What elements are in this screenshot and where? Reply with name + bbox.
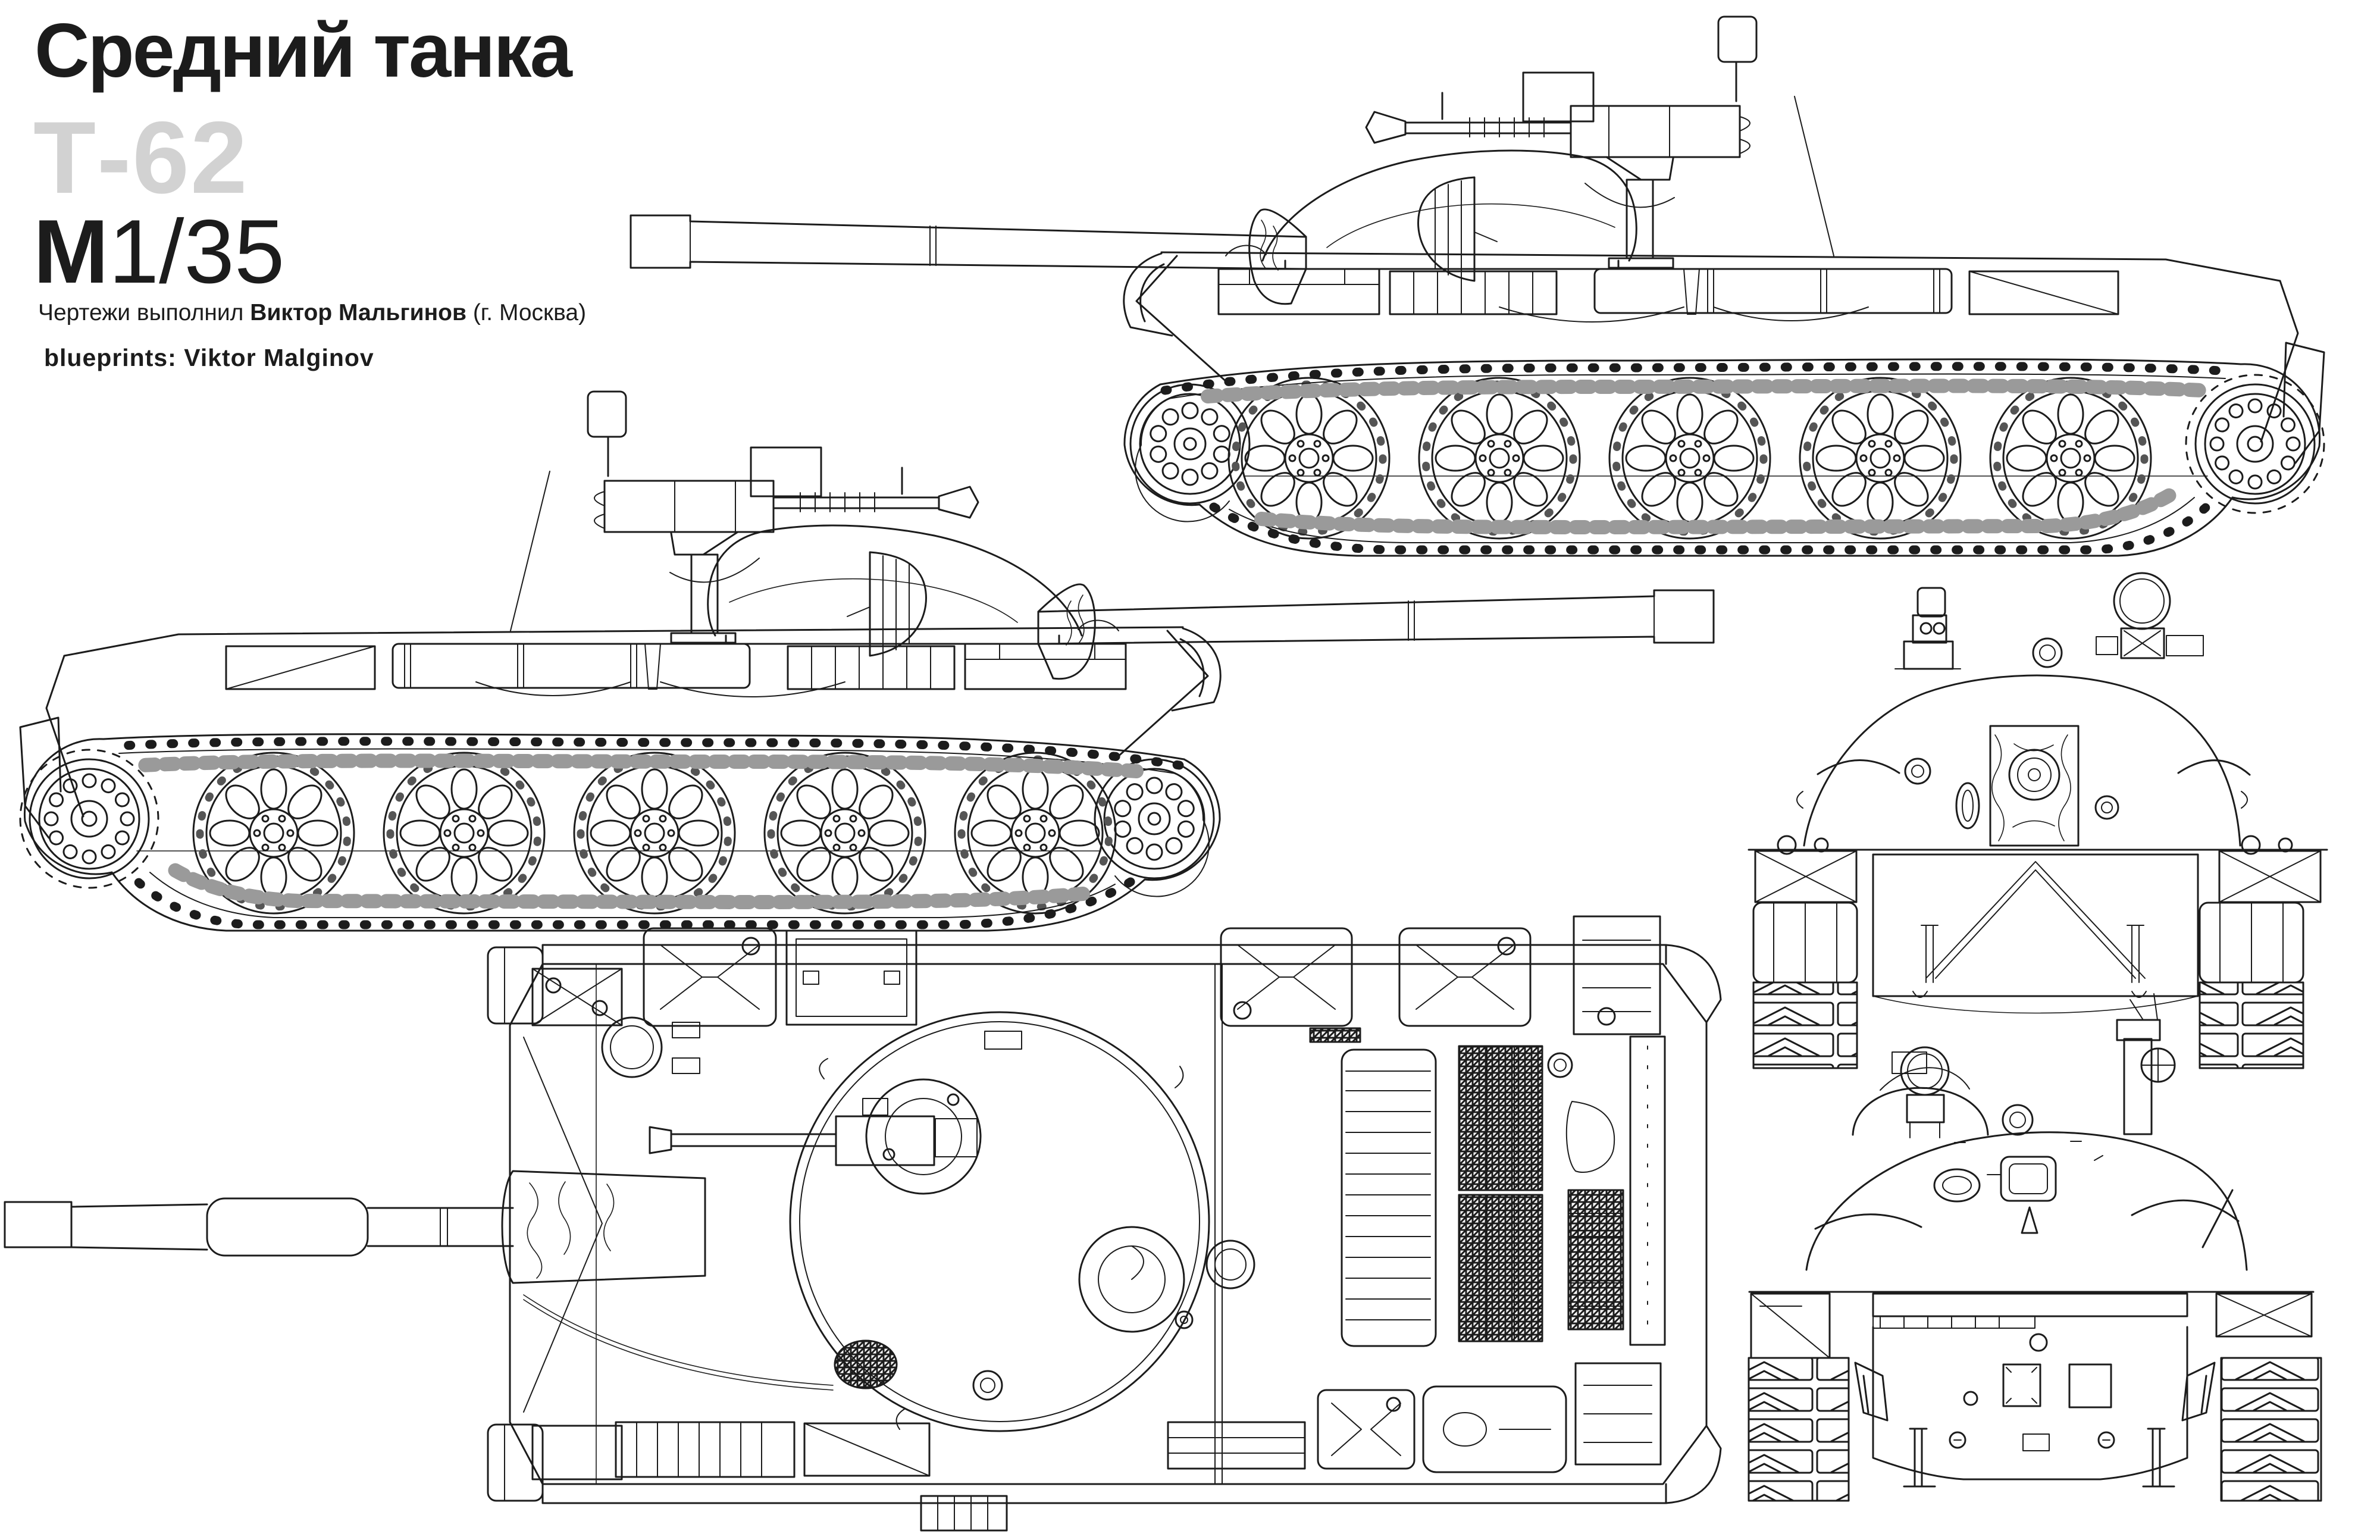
loader-hatch bbox=[1078, 1226, 1185, 1333]
handrail-right bbox=[2131, 1189, 2240, 1248]
handrail-left bbox=[1814, 1213, 1922, 1230]
headlight-cluster bbox=[531, 968, 623, 1026]
rear-view bbox=[1714, 982, 2356, 1523]
rear-flaps bbox=[1665, 944, 1722, 1504]
credit-english: blueprints: Viktor Malginov bbox=[44, 344, 374, 371]
side-view-gun-right bbox=[0, 375, 1797, 940]
mantlet-canvas bbox=[501, 1170, 706, 1284]
turret bbox=[1803, 674, 2241, 847]
rear-fender-panel bbox=[1574, 1362, 1662, 1466]
radiator-grille-lower bbox=[1458, 1194, 1543, 1342]
loader-cupola bbox=[1852, 1051, 1989, 1136]
tow-cable bbox=[523, 1294, 834, 1391]
main-gun bbox=[4, 1197, 514, 1257]
handrail-right bbox=[2177, 759, 2251, 776]
track-left bbox=[1752, 902, 1858, 1069]
unditching-beam bbox=[1167, 1421, 1306, 1470]
turret bbox=[1805, 1131, 2248, 1271]
handrail-left bbox=[1817, 759, 1900, 775]
page-title: Средний танка bbox=[35, 8, 572, 93]
jerry-can bbox=[643, 927, 777, 1027]
stowed-tarpaulin bbox=[1872, 1292, 2188, 1317]
credit-russian: Чертежи выполнил Виктор Мальгинов (г. Мо… bbox=[38, 300, 586, 326]
rear-plate bbox=[1872, 1326, 2188, 1488]
spare-track-links bbox=[920, 1495, 1008, 1532]
antenna-base bbox=[1175, 1310, 1194, 1329]
commander-cupola bbox=[1894, 587, 1961, 670]
corner-bin bbox=[1573, 915, 1661, 1035]
fender-box-right bbox=[2215, 1292, 2313, 1338]
radiator-grille-upper bbox=[1458, 1045, 1543, 1191]
searchlight-rear bbox=[1900, 1046, 1950, 1138]
jerry-can bbox=[1398, 927, 1532, 1027]
tank-model-label: Т-62 bbox=[33, 101, 249, 215]
jerry-can bbox=[1220, 927, 1353, 1027]
front-view bbox=[1734, 565, 2341, 1071]
headlights-left bbox=[1754, 835, 1858, 903]
rear-plate-strip bbox=[1629, 1035, 1666, 1346]
flat-fuel-tank bbox=[1422, 1385, 1567, 1473]
fender-box-left bbox=[1750, 1292, 1831, 1359]
driver-hatch bbox=[601, 1016, 700, 1078]
aa-mg-topview bbox=[649, 1115, 978, 1166]
jerry-can bbox=[1317, 1389, 1416, 1470]
track-right bbox=[2220, 1357, 2322, 1502]
intake-cover bbox=[1565, 1101, 1615, 1173]
headlights-right bbox=[2218, 835, 2322, 903]
scale-value: 1/35 bbox=[108, 201, 285, 302]
top-view bbox=[0, 909, 1737, 1540]
scale-label: М1/35 bbox=[33, 200, 284, 304]
intake-mesh bbox=[834, 1339, 898, 1389]
commander-cupola bbox=[862, 1078, 982, 1195]
ribbed-box bbox=[615, 1421, 796, 1478]
splash-guard bbox=[523, 1037, 603, 1413]
credit-ru-prefix: Чертежи выполнил bbox=[38, 300, 250, 325]
credit-ru-name: Виктор Мальгинов bbox=[250, 300, 466, 325]
mud-flap-right bbox=[2181, 1361, 2216, 1422]
exhaust-grille bbox=[1567, 1189, 1624, 1331]
deck-joint bbox=[1214, 963, 1223, 1485]
louver-panel bbox=[1341, 1048, 1437, 1347]
mud-flap-left bbox=[1854, 1361, 1889, 1422]
lid-box bbox=[785, 929, 917, 1026]
turret-ring bbox=[789, 1011, 1210, 1432]
track-left bbox=[1748, 1357, 1850, 1502]
scale-letter: М bbox=[33, 201, 109, 302]
mg-pedestal bbox=[2116, 993, 2176, 1135]
searchlight bbox=[2096, 572, 2204, 659]
vent-dome bbox=[972, 1370, 1003, 1401]
mantlet bbox=[1989, 725, 2080, 847]
credit-ru-suffix: (г. Москва) bbox=[466, 300, 587, 325]
track-right bbox=[2199, 902, 2304, 1069]
glacis bbox=[1872, 853, 2199, 1014]
stowage-bin bbox=[803, 1422, 931, 1477]
rear-hatch bbox=[1987, 1156, 2057, 1202]
